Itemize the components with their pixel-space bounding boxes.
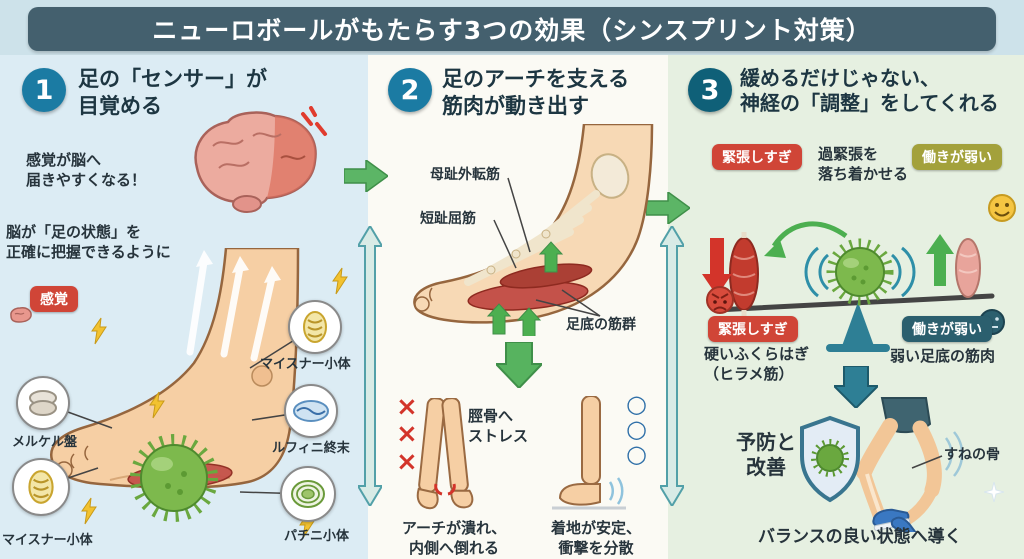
flow-arrow-right-1-icon: [344, 160, 388, 192]
meissner-corpuscle-top-icon: [288, 300, 342, 354]
caption-hard-calf: 硬いふくらはぎ （ヒラメ筋）: [704, 345, 810, 384]
step-3-number: 3: [688, 68, 732, 112]
panel-1-title: 足の「センサー」が 目覚める: [78, 67, 267, 119]
flow-arrow-vertical-2-icon: [660, 226, 684, 506]
pronated-legs-illustration: [416, 398, 474, 510]
tense-badge-top: 緊張しすぎ: [712, 144, 802, 170]
sensation-badge: 感覚: [30, 286, 78, 312]
bad-marks: × × ×: [396, 392, 418, 477]
meissner-corpuscle-bottom-icon: [12, 458, 70, 516]
main-title: ニューロボールがもたらす3つの効果（シンスプリント対策）: [152, 16, 872, 45]
step-1-number: 1: [22, 68, 66, 112]
panel-2-title: 足のアーチを支える 筋肉が動き出す: [442, 67, 630, 119]
nerve-balance-scale-illustration: [702, 194, 1016, 352]
label-abductor-hallucis: 母趾外転筋: [430, 167, 500, 183]
mini-brain-icon: [10, 307, 32, 323]
panel-3-title: 緩めるだけじゃない、 神経の「調整」をしてくれる: [740, 66, 999, 115]
note-brain-grasp: 脳が「足の状態」を 正確に把握できるように: [6, 223, 171, 262]
weak-badge-bottom: 働きが弱い: [902, 316, 992, 342]
caption-arch-collapse: アーチが潰れ、 内側へ倒れる: [401, 519, 507, 558]
label-calm-overtension: 過緊張を 落ち着かせる: [818, 145, 909, 184]
good-marks: ○ ○ ○: [626, 390, 647, 469]
teal-down-arrow-icon: [834, 366, 878, 408]
label-meissner-top: マイスナー小体: [260, 357, 351, 372]
label-ruffini: ルフィニ終末: [272, 441, 350, 456]
neuro-ball-icon: [130, 434, 218, 522]
label-tibia-stress: 脛骨へ ストレス: [468, 407, 529, 446]
header-bar: ニューロボールがもたらす3つの効果（シンスプリント対策）: [28, 7, 996, 51]
brain-illustration: [194, 106, 327, 213]
big-down-arrow-icon: [496, 342, 542, 388]
ruffini-ending-icon: [284, 384, 338, 438]
label-meissner-bottom: マイスナー小体: [2, 533, 93, 548]
stable-landing-illustration: [552, 396, 626, 510]
caption-balanced-state: バランスの良い状態へ導く: [758, 527, 962, 547]
caption-weak-plantar: 弱い足底の筋肉: [890, 347, 996, 365]
merkel-disc-icon: [16, 376, 70, 430]
foot-anatomy-illustration: [413, 124, 654, 336]
flow-arrow-vertical-1-icon: [358, 226, 382, 506]
label-shin-bone: すねの骨: [944, 447, 1000, 463]
runner-legs-illustration: [800, 397, 964, 532]
pacinian-corpuscle-icon: [280, 466, 336, 522]
sparkle-icon: [984, 482, 1004, 502]
label-merkel: メルケル盤: [12, 435, 78, 450]
weak-badge-top: 働きが弱い: [912, 144, 1002, 170]
tense-badge-bottom: 緊張しすぎ: [708, 316, 798, 342]
caption-stable-landing: 着地が安定、 衝撃を分散: [550, 519, 641, 558]
label-prevention: 予防と 改善: [736, 430, 796, 479]
label-pacinian: パチニ小体: [284, 529, 350, 544]
flow-arrow-right-2-icon: [646, 192, 690, 224]
label-plantar-group: 足底の筋群: [566, 317, 636, 333]
label-flexor-digitorum: 短趾屈筋: [420, 211, 476, 227]
note-sensation-to-brain: 感覚が脳へ 届きやすくなる！: [26, 151, 147, 190]
step-2-number: 2: [388, 68, 432, 112]
